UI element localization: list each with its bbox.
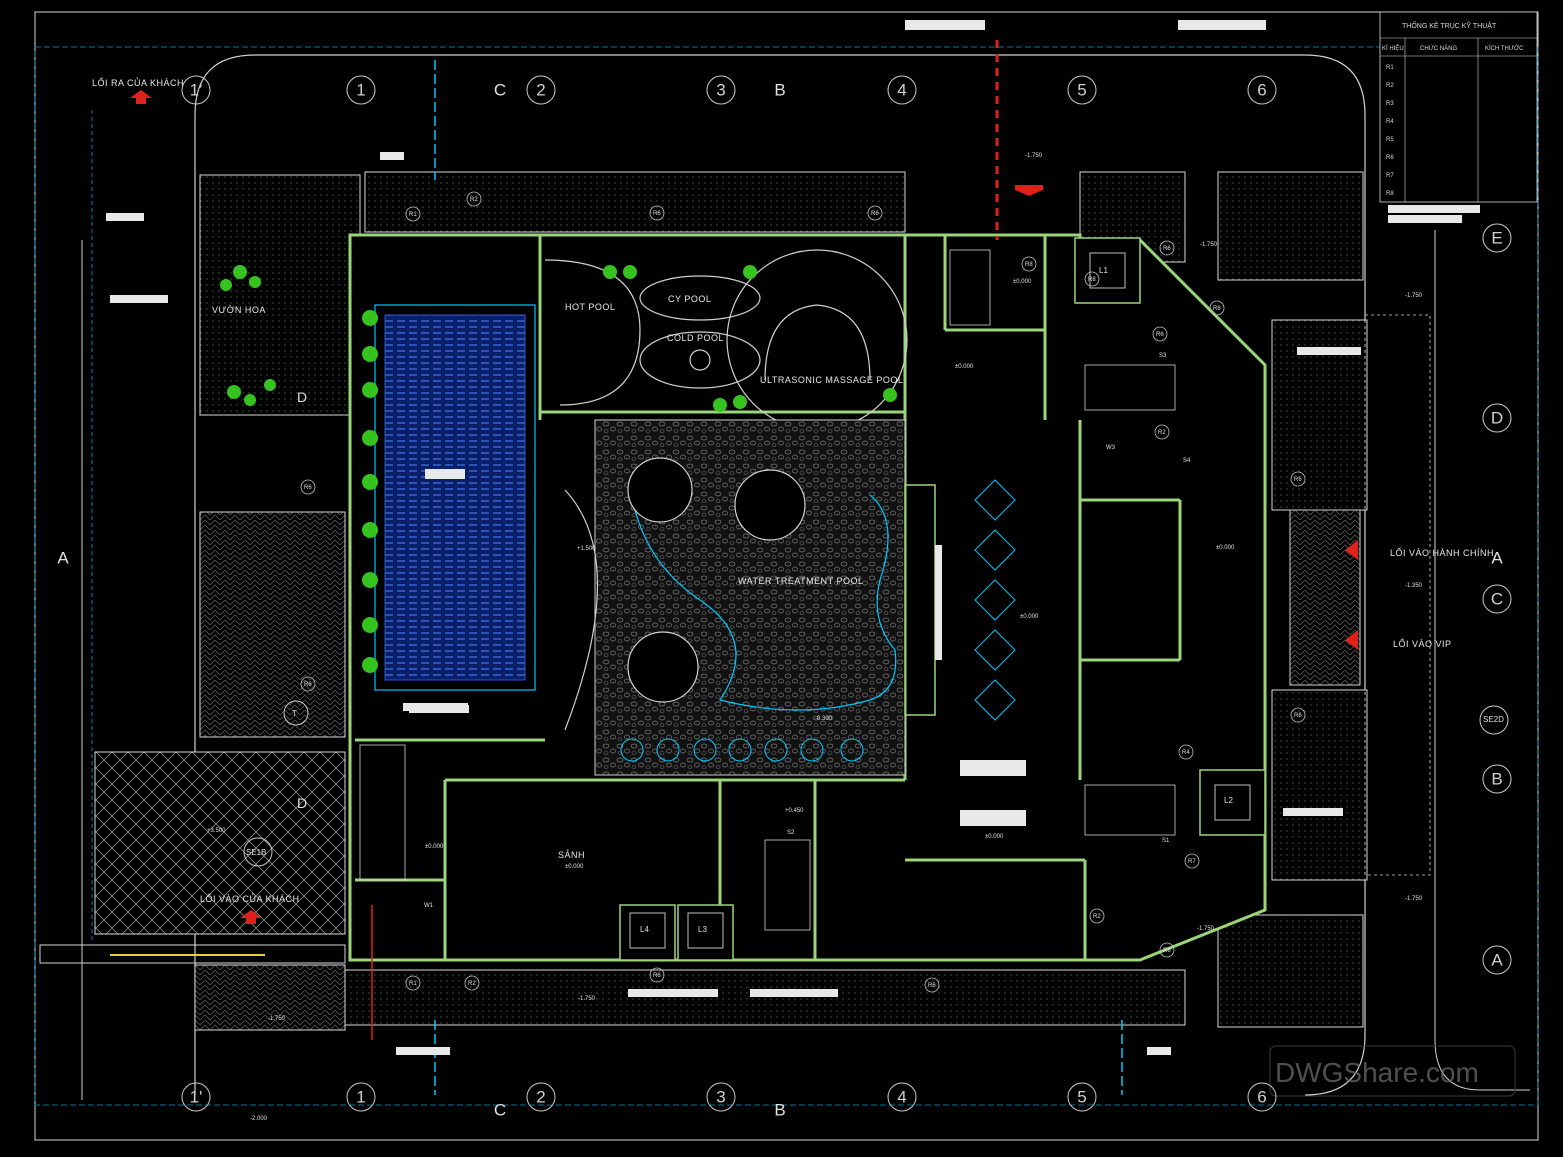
flower-garden-zone xyxy=(199,174,361,416)
lap-pool-water xyxy=(384,314,526,681)
lap-pool-outline xyxy=(374,304,536,691)
tech-table xyxy=(1379,11,1538,203)
elevator-cores xyxy=(619,237,1266,961)
lounge-pattern xyxy=(974,479,1016,721)
site-boundary xyxy=(34,46,1539,1106)
site-curb xyxy=(194,54,1366,1096)
stairs xyxy=(359,249,1176,931)
entry-arrows xyxy=(130,90,1358,924)
parking-paving xyxy=(199,511,346,738)
plants xyxy=(220,265,897,673)
entry-plaza-paving xyxy=(94,751,346,935)
